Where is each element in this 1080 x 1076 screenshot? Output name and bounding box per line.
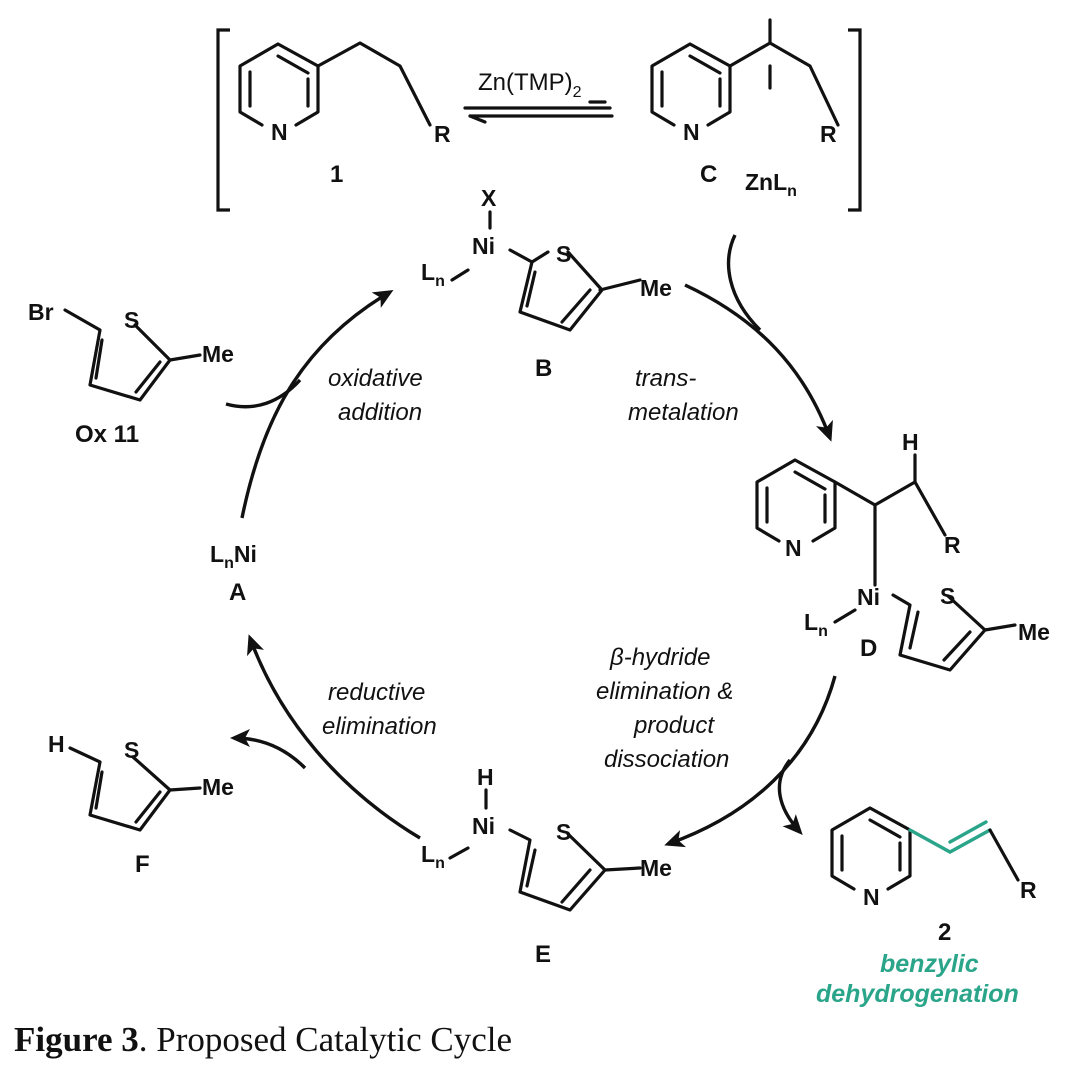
- step-label-trans: trans-: [635, 365, 696, 392]
- step-label-reductive: reductive: [328, 679, 425, 706]
- atom-S: S: [124, 307, 139, 333]
- atom-N: N: [683, 119, 700, 145]
- atom-R: R: [1020, 877, 1037, 903]
- step-label-product: product: [633, 712, 715, 739]
- atom-H: H: [902, 429, 919, 455]
- left-bracket: [216, 28, 230, 212]
- intermediate-D-structure: N H R Ni Ln S Me D: [755, 429, 1050, 672]
- product-note-line1: benzylic: [880, 950, 979, 978]
- right-bracket: [848, 28, 862, 212]
- figure-caption: Figure 3. Proposed Catalytic Cycle: [14, 1020, 512, 1060]
- atom-R: R: [944, 532, 961, 558]
- product-note-line2: dehydrogenation: [816, 980, 1019, 1008]
- ligand-L: L: [210, 541, 224, 567]
- equilibrium-arrows: Zn(TMP)2: [463, 69, 614, 124]
- step-label-elimination-and: elimination &: [596, 678, 733, 705]
- catalyst-A: LnNi A: [210, 541, 257, 606]
- arrow-beta-hydride-elimination: [664, 675, 837, 848]
- atom-Ni: Ni: [234, 541, 257, 567]
- step-label-addition: addition: [338, 399, 422, 426]
- svg-text:Ln: Ln: [421, 841, 445, 872]
- atom-ZnL: ZnL: [745, 169, 787, 195]
- figure-label: Figure 3: [14, 1020, 139, 1059]
- compound-label-2: 2: [938, 919, 951, 946]
- compound-label-A: A: [229, 579, 246, 606]
- ligand-subscript-n: n: [435, 855, 445, 872]
- byproduct-F-structure: H S Me F: [48, 731, 234, 878]
- atom-Me: Me: [202, 774, 234, 800]
- arrow-zincate-in: [726, 234, 762, 332]
- atom-Me: Me: [640, 275, 672, 301]
- arrow-product-out: [777, 758, 803, 835]
- atom-Br: Br: [28, 299, 54, 325]
- reagent-subscript: 2: [573, 84, 582, 101]
- step-label-beta-hydride: β-hydride: [609, 644, 710, 671]
- step-label-elimination: elimination: [322, 713, 437, 740]
- reagent-formula: Zn(TMP): [478, 69, 573, 96]
- svg-text:ZnLn: ZnLn: [745, 169, 797, 200]
- atom-S: S: [940, 583, 955, 609]
- atom-Me: Me: [640, 855, 672, 881]
- step-label-metalation: metalation: [628, 399, 739, 426]
- ligand-L: L: [421, 259, 435, 285]
- compound-label-B: B: [535, 355, 552, 382]
- product-2-structure: N R 2 benzylic dehydrogenation: [816, 806, 1037, 1008]
- ligand-subscript-n: n: [818, 623, 828, 640]
- atom-N: N: [863, 884, 880, 910]
- svg-text:Zn(TMP)2: Zn(TMP)2: [478, 69, 582, 101]
- svg-text:Ln: Ln: [804, 609, 828, 640]
- atom-Ni: Ni: [472, 233, 495, 259]
- atom-H: H: [48, 731, 65, 757]
- arrow-byproduct-out: [230, 729, 307, 770]
- step-label-oxidative: oxidative: [328, 365, 423, 392]
- svg-text:Ln: Ln: [421, 259, 445, 290]
- atom-N: N: [785, 535, 802, 561]
- ligand-subscript-n: n: [435, 273, 445, 290]
- atom-Ni: Ni: [857, 584, 880, 610]
- atom-R: R: [820, 121, 837, 147]
- arrow-reductive-elimination: [247, 634, 421, 840]
- atom-S: S: [556, 241, 571, 267]
- compound-1-structure: N R 1: [238, 41, 451, 188]
- atom-S: S: [124, 737, 139, 763]
- ligand-subscript-n: n: [224, 555, 234, 572]
- atom-subscript-n: n: [787, 183, 797, 200]
- svg-text:LnNi: LnNi: [210, 541, 257, 572]
- compound-label-C: C: [700, 161, 717, 188]
- atom-Me: Me: [202, 341, 234, 367]
- ligand-L: L: [421, 841, 435, 867]
- compound-label-Ox11: Ox 11: [75, 421, 139, 448]
- atom-Ni: Ni: [472, 813, 495, 839]
- atom-Me: Me: [1018, 619, 1050, 645]
- compound-label-D: D: [860, 635, 877, 662]
- compound-label-E: E: [535, 941, 551, 968]
- compound-label-F: F: [135, 851, 150, 878]
- atom-X: X: [481, 185, 497, 211]
- arrow-oxidant-in: [225, 378, 302, 409]
- atom-R: R: [434, 121, 451, 147]
- compound-C-structure: N R C ZnLn: [650, 18, 840, 200]
- compound-label-1: 1: [330, 161, 343, 188]
- arrow-transmetalation: [684, 283, 833, 442]
- atom-H: H: [477, 764, 494, 790]
- atom-S: S: [556, 819, 571, 845]
- ligand-L: L: [804, 609, 818, 635]
- figure-caption-text: . Proposed Catalytic Cycle: [138, 1020, 513, 1059]
- atom-N: N: [271, 119, 288, 145]
- intermediate-B-structure: X Ni Ln S Me B: [421, 185, 672, 382]
- step-label-dissociation: dissociation: [604, 746, 729, 773]
- oxidant-11-structure: Br S Me Ox 11: [28, 299, 234, 448]
- intermediate-E-structure: H Ni Ln S Me E: [421, 764, 672, 968]
